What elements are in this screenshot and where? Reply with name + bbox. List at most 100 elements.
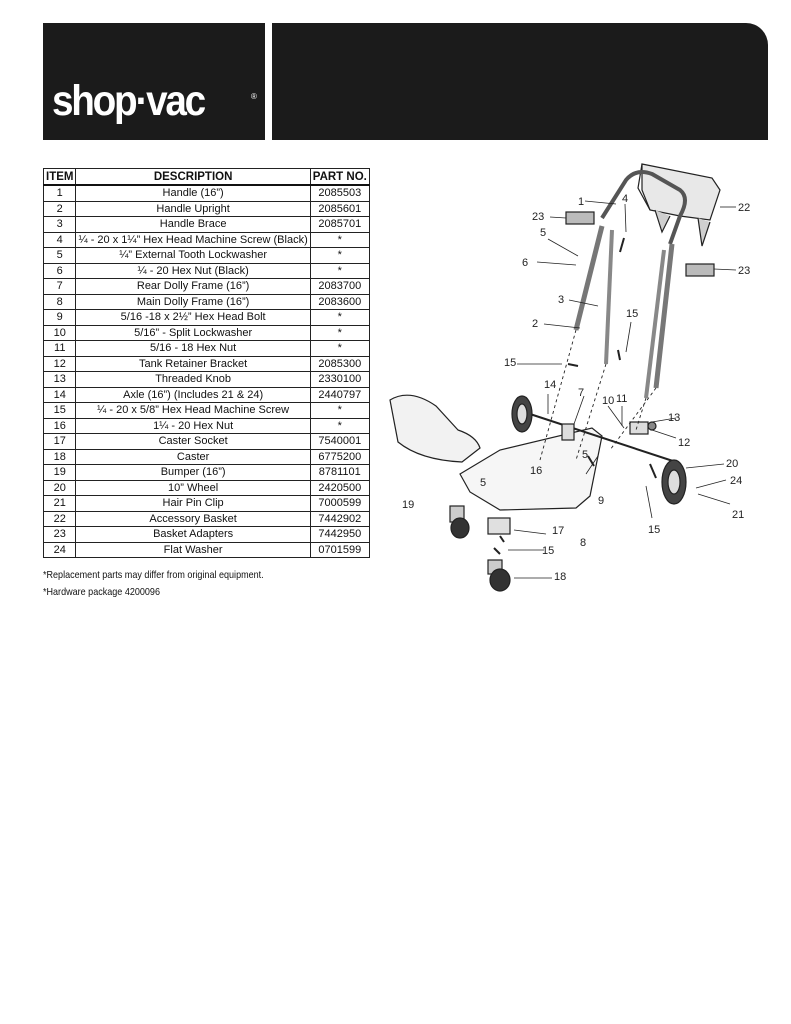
- header-description: DESCRIPTION: [75, 168, 311, 186]
- parts-table-header: ITEM DESCRIPTION PART NO.: [42, 168, 370, 186]
- description-cell: 10” Wheel: [75, 479, 311, 496]
- handle-drawing: [600, 170, 687, 245]
- item-number-cell: 14: [42, 386, 77, 403]
- description-cell: Bumper (16”): [75, 464, 311, 481]
- item-number-cell: 17: [42, 433, 77, 450]
- description-cell: ¼” External Tooth Lockwasher: [75, 247, 311, 264]
- item-number-cell: 11: [42, 340, 77, 357]
- callout-label: 4: [622, 193, 628, 205]
- item-number-cell: 15: [42, 402, 77, 419]
- callout-label: 17: [552, 525, 564, 537]
- part-number-cell: 2085701: [309, 216, 370, 233]
- item-number-cell: 5: [42, 247, 77, 264]
- callout-label: 18: [554, 571, 566, 583]
- description-cell: Caster: [75, 448, 311, 465]
- header-logo-panel: [43, 23, 265, 140]
- callout-label: 5: [480, 477, 486, 489]
- item-number-cell: 8: [42, 293, 77, 310]
- callout-label: 20: [726, 458, 738, 470]
- callout-label: 5: [582, 449, 588, 461]
- item-number-cell: 22: [42, 510, 77, 527]
- callout-label: 2: [532, 318, 538, 330]
- handle-upright-right: [653, 243, 675, 389]
- bumper-drawing: [389, 394, 481, 463]
- item-number-cell: 21: [42, 495, 77, 512]
- description-cell: 5/16” - Split Lockwasher: [75, 324, 311, 341]
- item-number-cell: 7: [42, 278, 77, 295]
- callout-label: 15: [626, 308, 638, 320]
- part-number-cell: 2083700: [309, 278, 370, 295]
- callout-label: 24: [730, 475, 742, 487]
- item-number-cell: 19: [42, 464, 77, 481]
- part-number-cell: 8781101: [309, 464, 370, 481]
- item-number-cell: 1: [42, 184, 77, 202]
- registered-mark: ®: [251, 92, 257, 101]
- description-cell: Accessory Basket: [75, 510, 311, 527]
- item-number-cell: 6: [42, 262, 77, 279]
- dolly-frame-drawing: [459, 427, 603, 511]
- callout-label: 15: [504, 357, 516, 369]
- callout-label: 7: [578, 387, 584, 399]
- axle-drawing: [529, 413, 677, 463]
- callout-label: 1: [578, 196, 584, 208]
- item-number-cell: 2: [42, 200, 77, 217]
- callout-label: 12: [678, 437, 690, 449]
- part-number-cell: 2420500: [309, 479, 370, 496]
- part-number-cell: 2085300: [309, 355, 370, 372]
- part-number-cell: 0701599: [309, 541, 370, 558]
- handle-brace-left: [604, 229, 614, 365]
- description-cell: ¼ - 20 Hex Nut (Black): [75, 262, 311, 279]
- description-cell: Main Dolly Frame (16”): [75, 293, 311, 310]
- description-cell: Handle Upright: [75, 200, 311, 217]
- header-part-no: PART NO.: [309, 168, 370, 186]
- callout-label: 14: [544, 379, 556, 391]
- callout-label: 23: [532, 211, 544, 223]
- part-number-cell: 7442902: [309, 510, 370, 527]
- description-cell: Flat Washer: [75, 541, 311, 558]
- part-number-cell: 2085503: [309, 184, 370, 202]
- item-number-cell: 10: [42, 324, 77, 341]
- callout-label: 22: [738, 202, 750, 214]
- description-cell: 1¼ - 20 Hex Nut: [75, 417, 311, 434]
- callout-label: 19: [402, 499, 414, 511]
- part-number-cell: *: [309, 309, 370, 326]
- part-number-cell: 2440797: [309, 386, 370, 403]
- description-cell: ¼ - 20 x 1¼” Hex Head Machine Screw (Bla…: [75, 231, 311, 248]
- description-cell: ¼ - 20 x 5/8” Hex Head Machine Screw: [75, 402, 311, 419]
- part-number-cell: *: [309, 262, 370, 279]
- accessory-basket-drawing: [637, 163, 721, 247]
- callout-label: 9: [598, 495, 604, 507]
- replacement-note: *Replacement parts may differ from origi…: [43, 569, 264, 581]
- item-number-cell: 24: [42, 541, 77, 558]
- hardware-note: *Hardware package 4200096: [43, 586, 160, 598]
- item-number-cell: 20: [42, 479, 77, 496]
- shop-vac-logo: shop·vac: [52, 77, 206, 125]
- part-number-cell: 6775200: [309, 448, 370, 465]
- item-number-cell: 4: [42, 231, 77, 248]
- item-number-cell: 13: [42, 371, 77, 388]
- callout-label: 10: [602, 395, 614, 407]
- description-cell: Tank Retainer Bracket: [75, 355, 311, 372]
- caster-bottom-drawing: [487, 559, 511, 592]
- handle-upright-left: [573, 225, 605, 331]
- callout-label: 21: [732, 509, 744, 521]
